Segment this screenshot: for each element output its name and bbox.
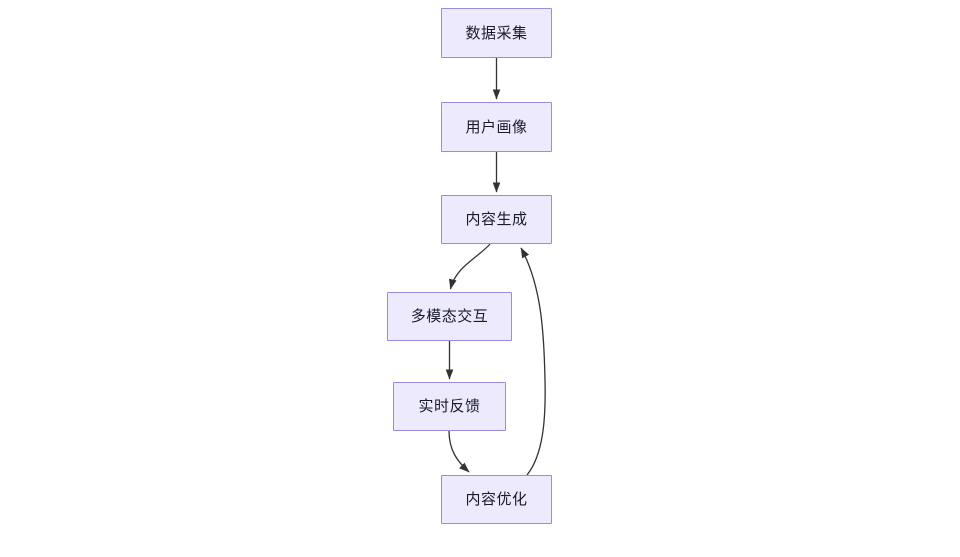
edge-n3-n4 <box>448 243 491 290</box>
node-label: 多模态交互 <box>410 308 489 325</box>
node-user-profile[interactable]: 用户画像 <box>441 102 552 152</box>
node-label: 内容优化 <box>465 491 528 508</box>
node-label: 数据采集 <box>465 24 528 42</box>
node-content-generation[interactable]: 内容生成 <box>441 195 552 244</box>
node-label: 实时反馈 <box>418 398 481 415</box>
node-label: 内容生成 <box>465 211 528 228</box>
edge-n6-n3-feedback <box>520 247 546 476</box>
node-label: 用户画像 <box>465 118 528 136</box>
edge-n5-n6 <box>448 430 470 473</box>
node-data-collection[interactable]: 数据采集 <box>441 8 552 58</box>
node-realtime-feedback[interactable]: 实时反馈 <box>393 382 506 431</box>
node-multimodal-interaction[interactable]: 多模态交互 <box>387 292 512 341</box>
node-content-optimization[interactable]: 内容优化 <box>441 475 552 524</box>
